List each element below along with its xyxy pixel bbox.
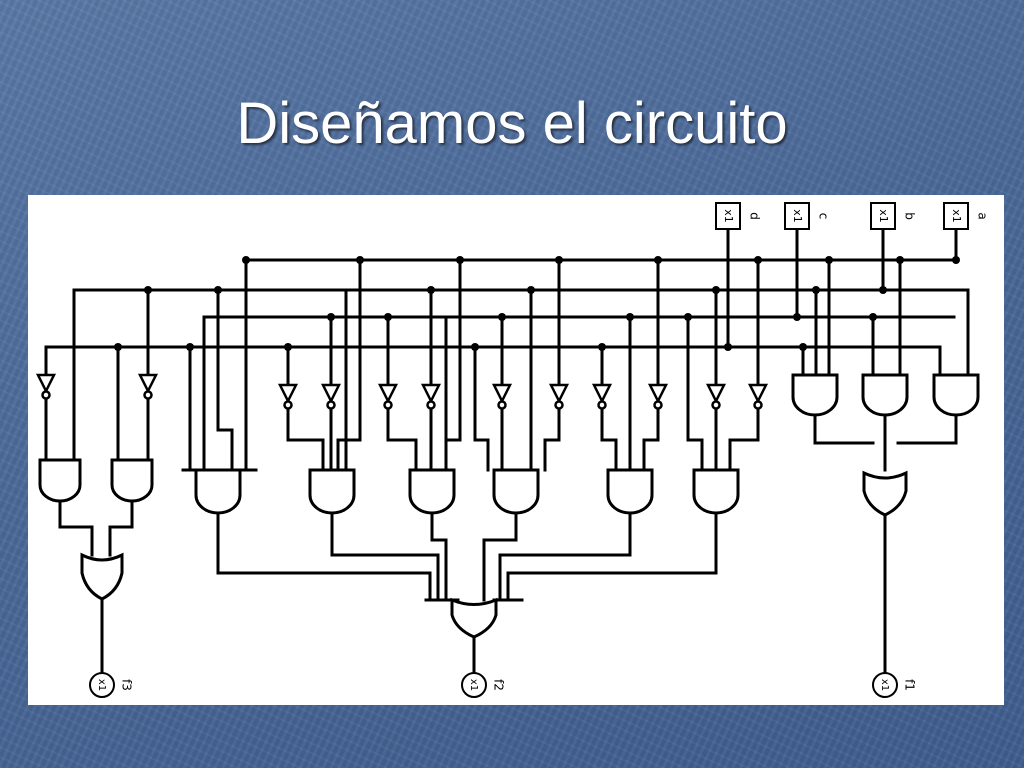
not-gate bbox=[137, 373, 159, 400]
and-gate bbox=[194, 468, 242, 515]
and-gate bbox=[110, 458, 154, 503]
slide-title: Diseñamos el circuito bbox=[236, 91, 788, 156]
input-box-a bbox=[943, 202, 969, 230]
output-circle-label: x1 bbox=[879, 679, 890, 691]
output-circle-label: x1 bbox=[96, 679, 107, 691]
output-terminals: x1 f3 x1 f2 x1 f1 bbox=[89, 672, 917, 698]
input-box-d bbox=[715, 202, 741, 230]
and-gate bbox=[791, 373, 839, 417]
wires bbox=[44, 227, 970, 675]
not-gate bbox=[35, 373, 57, 400]
or-gate-f3 bbox=[80, 552, 124, 601]
or-gate-f1 bbox=[862, 470, 908, 517]
input-name-d: d bbox=[748, 212, 762, 220]
input-box-label: x1 bbox=[877, 209, 890, 223]
and-gate bbox=[38, 458, 82, 503]
not-gate bbox=[705, 383, 727, 410]
or-gate-f2 bbox=[450, 597, 498, 639]
input-terminals: x1 d x1 c x1 b x1 a bbox=[715, 202, 990, 230]
output-circle-label: x1 bbox=[468, 679, 479, 691]
output-name-f3: f3 bbox=[120, 679, 134, 691]
input-name-a: a bbox=[976, 212, 990, 219]
or-gates bbox=[80, 470, 908, 639]
not-gate bbox=[277, 383, 299, 410]
input-box-b bbox=[870, 202, 896, 230]
output-name-f1: f1 bbox=[903, 679, 917, 691]
and-gate bbox=[308, 468, 356, 515]
not-gate bbox=[420, 383, 442, 410]
and-gates bbox=[38, 373, 980, 515]
output-name-f2: f2 bbox=[492, 679, 506, 691]
junction-dots bbox=[114, 256, 960, 351]
and-gate bbox=[861, 373, 909, 417]
output-circle-f2 bbox=[461, 672, 487, 698]
input-box-c bbox=[784, 202, 810, 230]
not-gate bbox=[747, 383, 769, 410]
input-box-label: x1 bbox=[791, 209, 804, 223]
input-box-label: x1 bbox=[722, 209, 735, 223]
not-gate bbox=[591, 383, 613, 410]
input-box-label: x1 bbox=[950, 209, 963, 223]
not-gate bbox=[548, 383, 570, 410]
not-gate bbox=[377, 383, 399, 410]
not-gate bbox=[491, 383, 513, 410]
not-gates bbox=[35, 373, 769, 410]
and-gate bbox=[692, 468, 740, 515]
not-gate bbox=[647, 383, 669, 410]
and-gate bbox=[932, 373, 980, 417]
and-gate bbox=[492, 468, 540, 515]
input-name-c: c bbox=[817, 213, 831, 220]
output-circle-f1 bbox=[872, 672, 898, 698]
circuit-canvas: x1 d x1 c x1 b x1 a x1 f3 x1 f2 bbox=[28, 195, 1004, 705]
not-gate bbox=[320, 383, 342, 410]
logic-circuit-diagram: x1 d x1 c x1 b x1 a x1 f3 x1 f2 bbox=[35, 202, 990, 698]
output-circle-f3 bbox=[89, 672, 115, 698]
and-gate bbox=[606, 468, 654, 515]
input-name-b: b bbox=[903, 212, 917, 220]
and-gate bbox=[408, 468, 456, 515]
